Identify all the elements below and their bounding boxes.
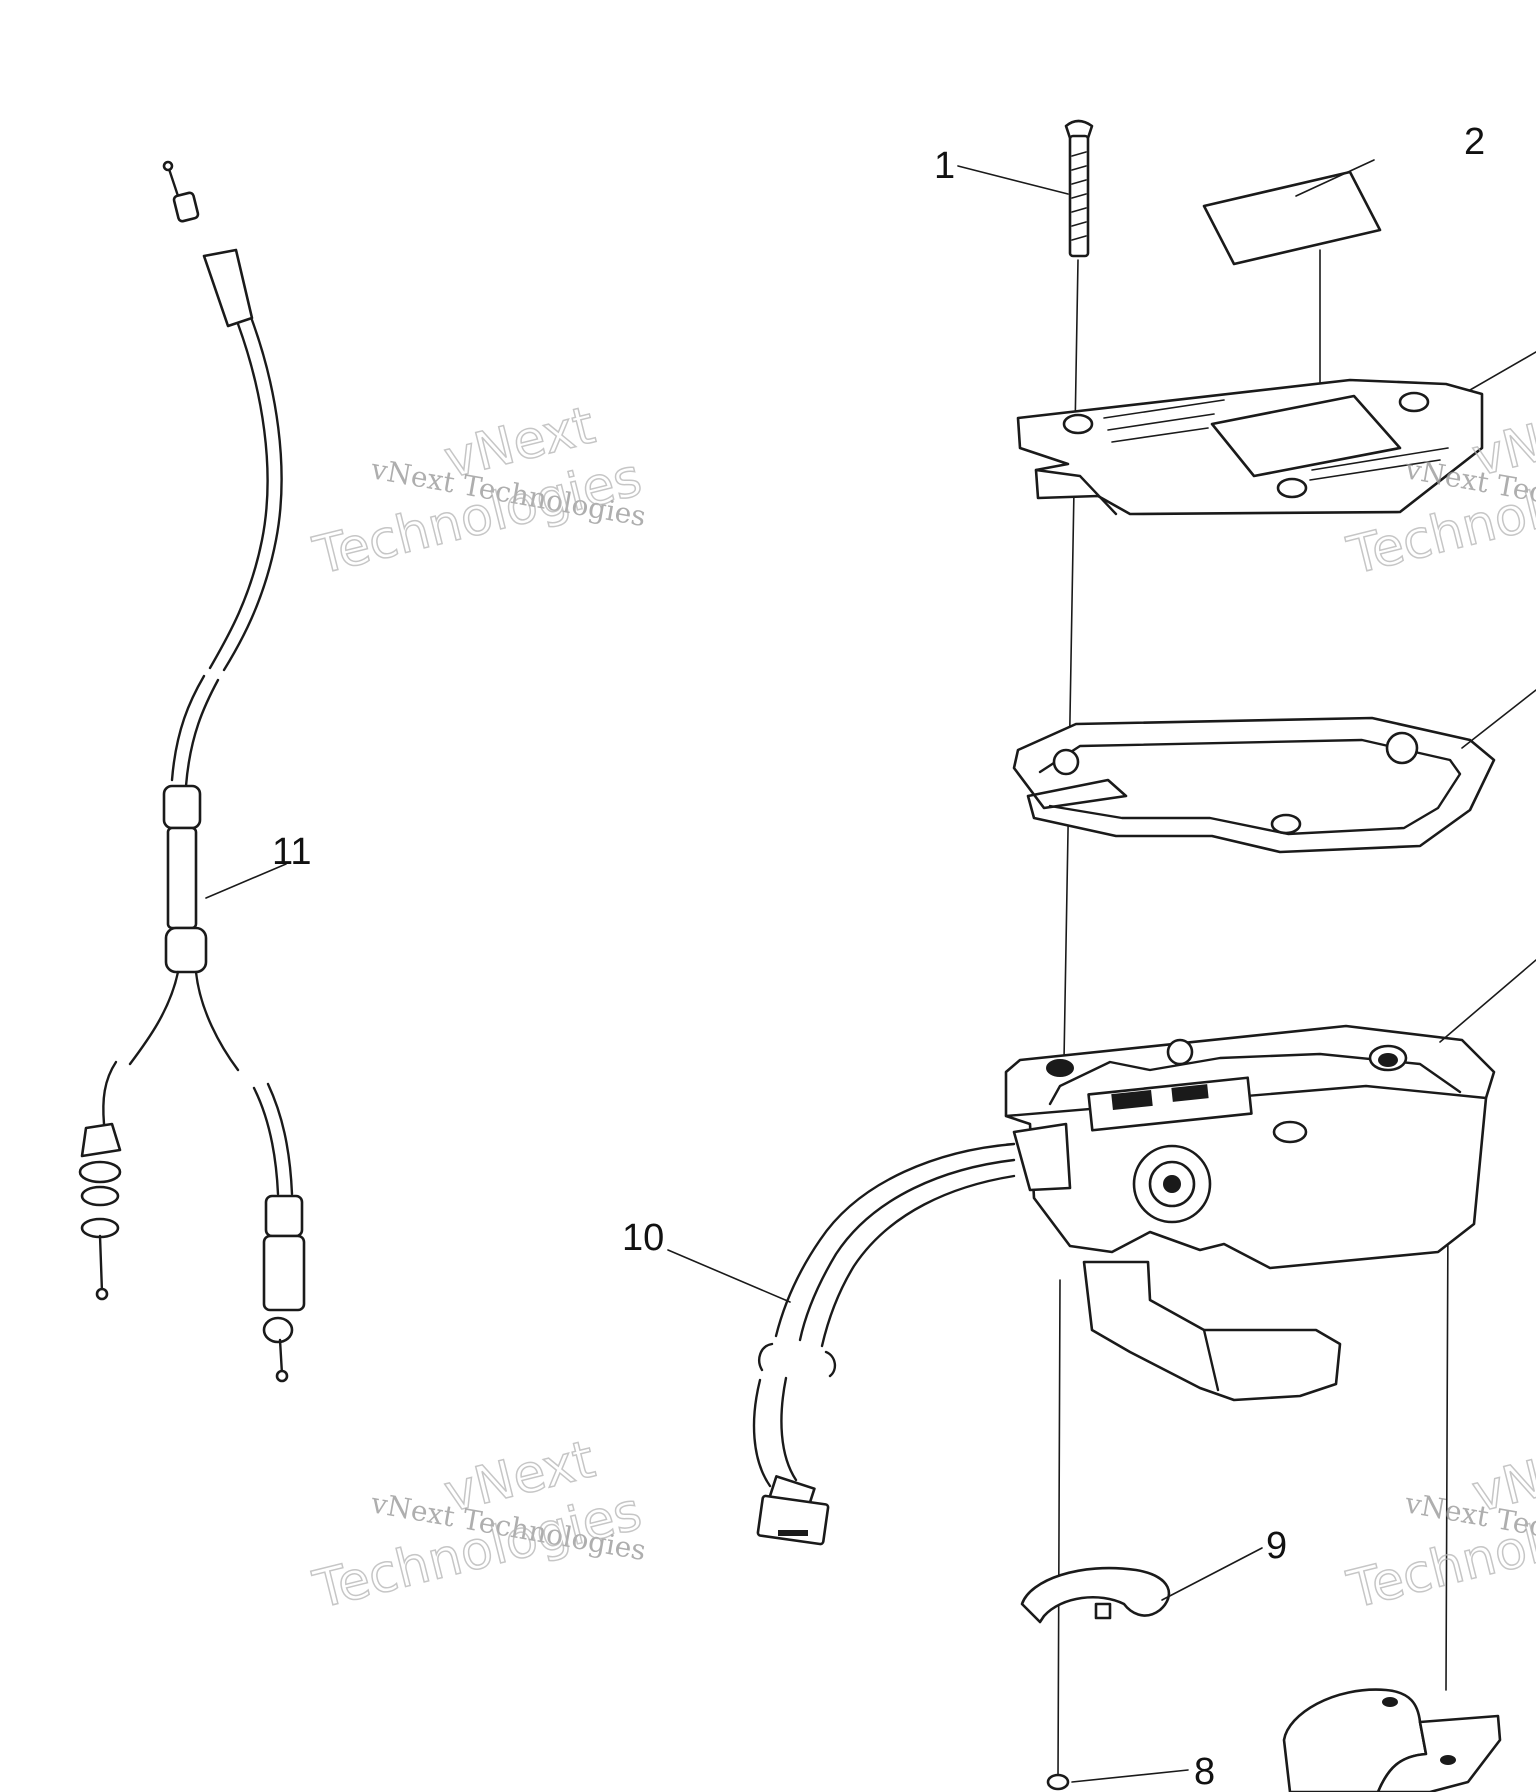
washer-part — [1046, 1773, 1070, 1791]
throttle-cable-assembly — [78, 160, 306, 1383]
watermark-bottom-right: vNext vNext Technologies Technologies — [1341, 1429, 1536, 1622]
leader-lines — [205, 159, 1536, 1783]
callout-2: 2 — [1464, 121, 1485, 163]
gasket-part — [1012, 716, 1496, 854]
callout-1: 1 — [934, 145, 955, 187]
wire-harness-part — [752, 1142, 1016, 1546]
callout-8: 8 — [1194, 1751, 1215, 1792]
watermark-bottom-left: vNext vNext Technologies Technologies — [307, 1429, 649, 1622]
label-part — [1202, 170, 1382, 266]
callout-9: 9 — [1266, 1525, 1287, 1567]
throttle-housing-part — [1004, 1024, 1496, 1402]
watermark-top-left: vNext vNext Technologies Technologies — [307, 395, 649, 588]
callout-11: 11 — [272, 831, 311, 873]
retaining-clip-part — [1020, 1566, 1171, 1624]
handlebar-clamp-part — [1282, 1688, 1502, 1792]
housing-cover-part — [1016, 378, 1484, 516]
assembly-centerlines — [1057, 249, 1449, 1781]
screw-part — [1064, 119, 1094, 258]
callout-labels: 1 2 11 10 9 8 — [272, 121, 1485, 1792]
callout-10: 10 — [622, 1217, 664, 1259]
